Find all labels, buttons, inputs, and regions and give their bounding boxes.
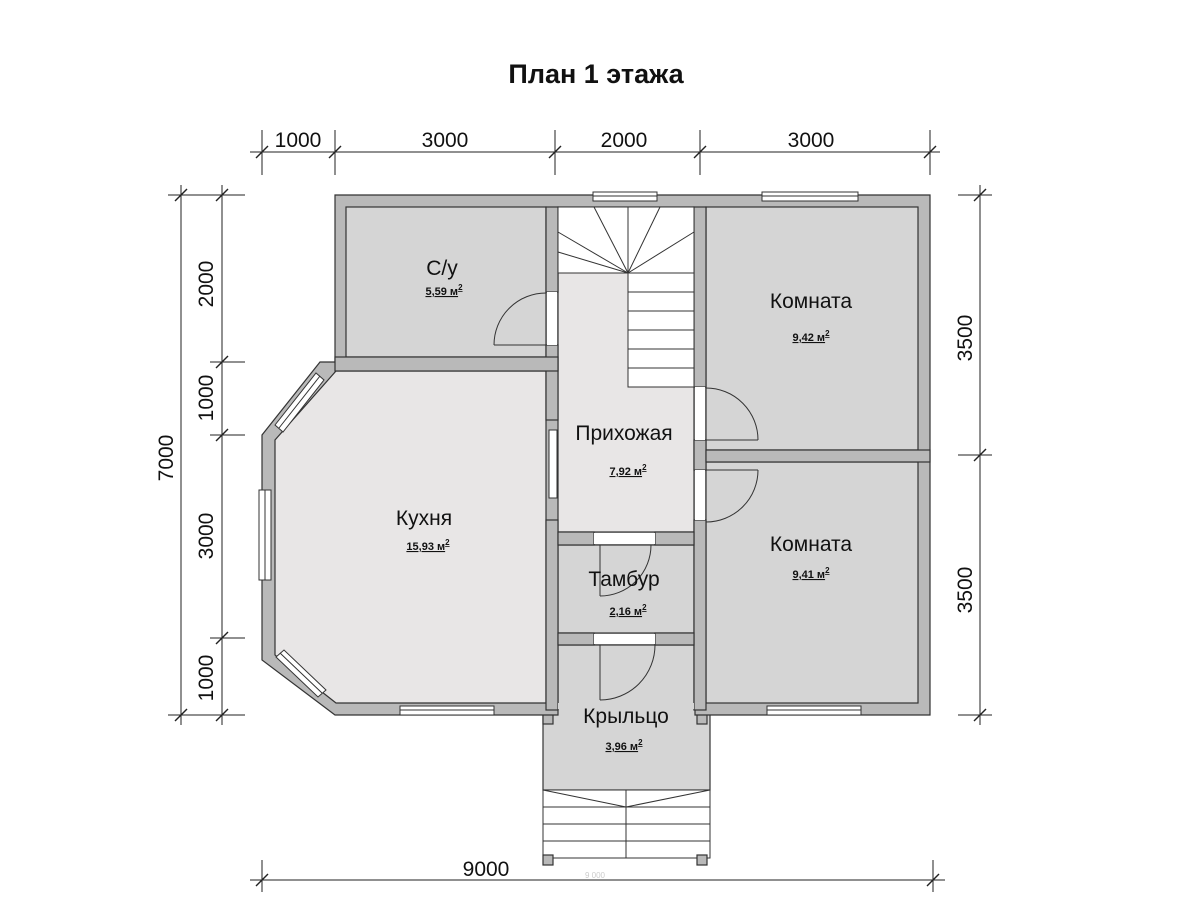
dim-top-4: 3000 (788, 129, 835, 152)
room-bottom-right: Комната 9,41 м2 (770, 533, 853, 581)
top-dimension-chain: 1000 3000 2000 3000 (250, 129, 940, 175)
room-vestibule: Тамбур 2,16 м2 (588, 568, 659, 618)
room-area: 15,93 м2 (406, 538, 450, 553)
dim-left-4: 1000 (195, 655, 218, 702)
room-porch: Крыльцо 3,96 м2 (583, 705, 669, 753)
room-area: 9,41 м2 (792, 566, 830, 581)
room-name: Комната (770, 533, 853, 556)
room-area: 9,42 м2 (792, 329, 830, 344)
dim-left-total: 7000 (155, 435, 178, 482)
room-hallway: Прихожая 7,92 м2 (575, 422, 672, 478)
left-dimension-chain: 7000 2000 1000 3000 1000 (155, 185, 245, 725)
room-area: 3,96 м2 (605, 738, 643, 753)
plan-title: План 1 этажа (508, 59, 684, 89)
interior-walls (334, 206, 931, 711)
dim-right-1: 3500 (954, 315, 977, 362)
porch (542, 707, 711, 866)
bottom-dimension-chain: 9000 9 000 (250, 858, 945, 892)
dim-left-2: 1000 (195, 375, 218, 422)
dim-left-1: 2000 (195, 261, 218, 308)
room-name: Комната (770, 290, 853, 313)
dim-bottom-faint: 9 000 (585, 871, 606, 880)
room-porch-floor (557, 644, 695, 709)
windows (258, 191, 862, 716)
room-bathroom: С/у 5,59 м2 (425, 257, 463, 298)
room-name: С/у (426, 257, 458, 280)
room-bottom-right-floor (705, 461, 919, 704)
room-top-right-floor (705, 206, 919, 451)
dim-left-3: 3000 (195, 513, 218, 560)
room-top-right: Комната 9,42 м2 (770, 290, 853, 344)
room-name: Кухня (396, 507, 452, 530)
room-name: Крыльцо (583, 705, 669, 728)
dim-top-2: 3000 (422, 129, 469, 152)
staircase (557, 206, 695, 388)
dim-top-3: 2000 (601, 129, 648, 152)
room-kitchen-floor (274, 370, 547, 704)
dim-right-2: 3500 (954, 567, 977, 614)
room-area: 7,92 м2 (609, 463, 647, 478)
room-area: 5,59 м2 (425, 283, 463, 298)
doors (493, 292, 759, 709)
dim-bottom-total: 9000 (463, 858, 510, 881)
dim-top-1: 1000 (275, 129, 322, 152)
room-kitchen: Кухня 15,93 м2 (396, 507, 452, 553)
room-name: Тамбур (588, 568, 659, 591)
room-area: 2,16 м2 (609, 603, 647, 618)
room-name: Прихожая (575, 422, 672, 445)
right-dimension-chain: 3500 3500 (954, 185, 992, 725)
room-bathroom-floor (345, 206, 547, 358)
